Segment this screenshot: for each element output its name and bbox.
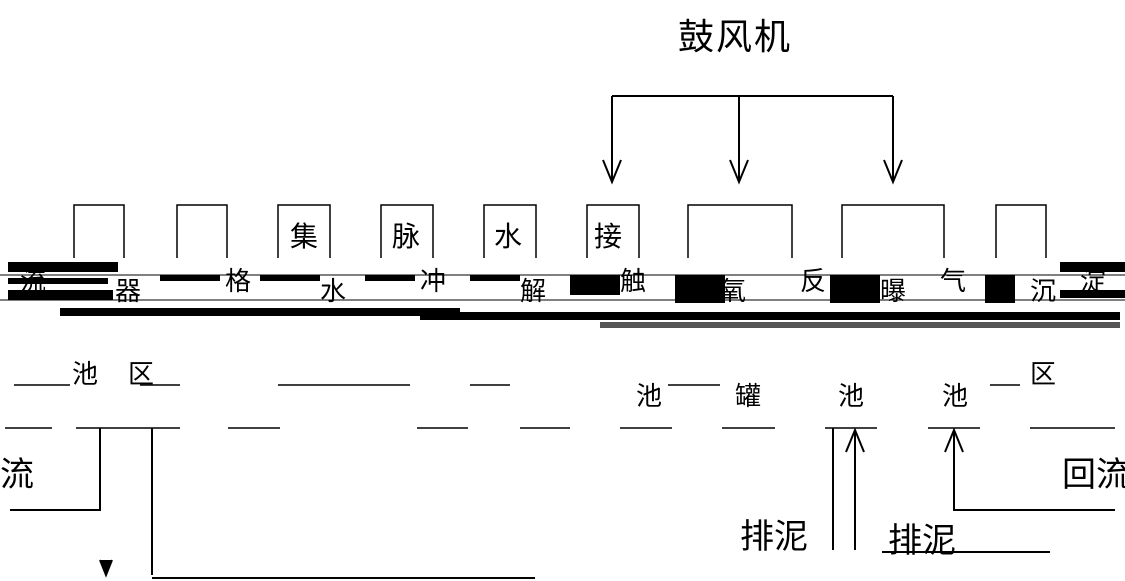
noise-row-1: 流 器 格 水 冲 解 触 氧 反 曝 气 沉淀 (20, 267, 1106, 307)
noise-glyph: 水 (320, 277, 346, 307)
blower-title: 鼓风机 (677, 17, 792, 58)
noise-glyph: 冲 (420, 267, 446, 297)
noise-glyph: 区 (1030, 360, 1056, 390)
unit-box-8 (841, 204, 945, 261)
unit-box-3 (277, 204, 331, 261)
noise-glyph: 格 (225, 267, 251, 297)
noise-glyph: 气 (940, 267, 966, 297)
process-boxes (73, 204, 1047, 261)
noise-glyph: 氧 (720, 277, 746, 307)
unit-box-7 (687, 204, 793, 261)
box-glyph-1: 集 (290, 220, 318, 253)
sludge-label-1: 排泥 (740, 517, 808, 557)
bottom-small-arrow (99, 559, 113, 578)
noise-glyph: 流 (20, 267, 46, 297)
air-arrow-3 (883, 159, 903, 185)
air-arrow-1 (602, 159, 622, 185)
box-glyph-3: 水 (494, 220, 522, 253)
noise-glyph: 曝 (880, 277, 906, 307)
air-arrow-2 (729, 159, 749, 185)
left-return-line (10, 428, 101, 511)
noise-glyph: 池 (72, 360, 98, 390)
unit-box-1 (73, 204, 125, 261)
noise-glyph: 器 (115, 277, 141, 307)
noise-glyph: 池 (636, 382, 662, 412)
return-flow-line (953, 432, 1115, 511)
box-glyphs: 集 脉 水 接 (290, 220, 622, 253)
lower-pipes (5, 384, 1115, 429)
unit-box-4 (380, 204, 434, 261)
return-flow-label: 回流 (1062, 455, 1125, 495)
unit-box-2 (176, 204, 228, 261)
box-glyph-2: 脉 (392, 220, 420, 253)
sludge-label-2: 排泥 (888, 521, 956, 561)
noise-glyph: 反 (800, 267, 826, 297)
return-arrow (944, 427, 964, 453)
noise-glyph: 罐 (735, 382, 761, 412)
artifact-band (0, 258, 1125, 336)
noise-glyph: 池 (942, 382, 968, 412)
noise-glyph: 沉 (1030, 277, 1056, 307)
noise-row-2: 池区池罐池池区 (72, 360, 1056, 412)
bottom-flow-lines (10, 427, 1115, 579)
noise-glyph: 池 (838, 382, 864, 412)
left-flow-label: 流 (0, 455, 34, 495)
sludge-arrow-2 (845, 427, 865, 453)
noise-glyph: 淀 (1080, 267, 1106, 297)
blower-air-lines (602, 95, 903, 185)
box-glyph-4: 接 (594, 220, 622, 253)
noise-glyph: 触 (620, 267, 646, 297)
noise-glyph: 解 (520, 277, 546, 307)
unit-box-6 (586, 204, 640, 261)
unit-box-9 (995, 204, 1047, 261)
